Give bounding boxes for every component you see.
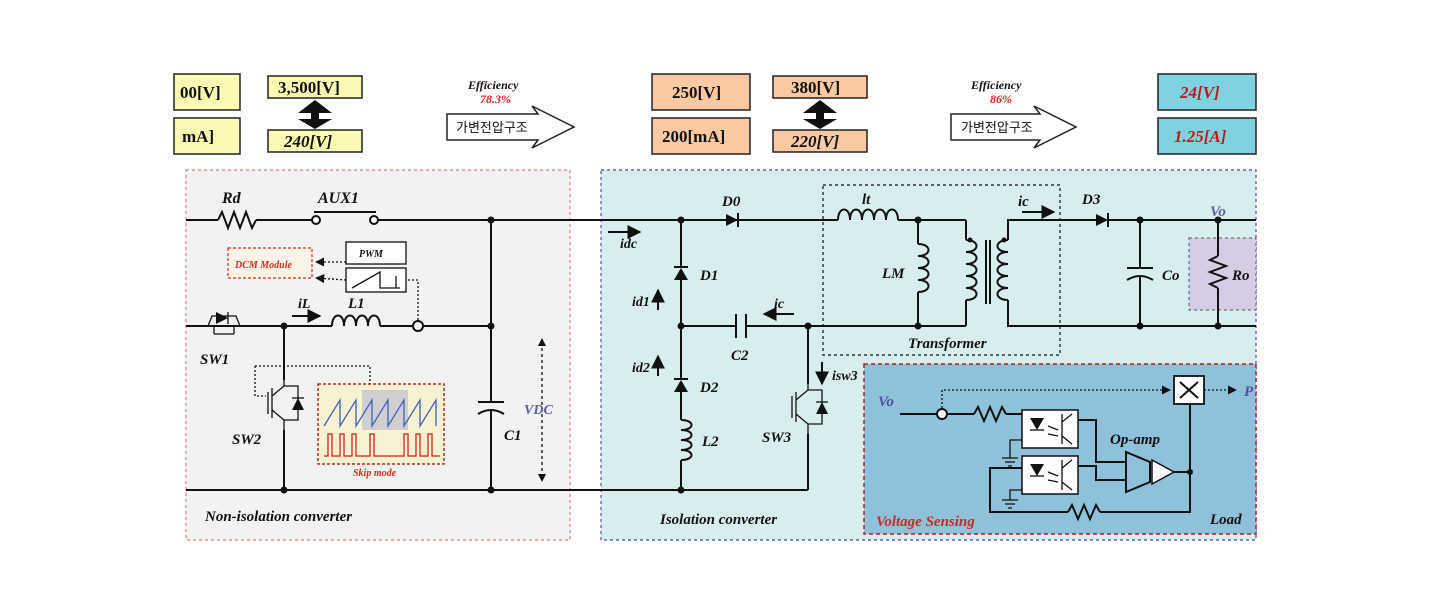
stage1-input-voltage: 00[V] [180, 83, 221, 102]
stage1-low-voltage: 240[V] [283, 132, 333, 151]
efficiency2-arrow-icon [950, 105, 1078, 149]
stage2-voltage: 250[V] [672, 83, 721, 102]
efficiency1-arrow-icon [446, 105, 576, 149]
inductor-lm-icon [917, 243, 930, 293]
diode-d3-icon [1096, 214, 1108, 226]
label-d2: D2 [699, 380, 719, 396]
label-c2: C2 [731, 348, 749, 364]
stage1-input-voltage-box [173, 73, 241, 111]
load-box [1188, 237, 1257, 311]
stage2-low-voltage-box [772, 129, 868, 153]
voltage-sensing-circuit [900, 375, 1237, 522]
resistor-rd-icon [217, 209, 257, 231]
efficiency1-value: 78.3% [480, 92, 511, 106]
label-aux1: AUX1 [317, 190, 359, 207]
label-isw3: isw3 [832, 369, 858, 384]
top-row: 00[V] mA] 3,500[V] 240[V] Efficiency 78.… [173, 73, 1257, 155]
diode-d1-icon [674, 268, 688, 280]
label-sw2: SW2 [232, 432, 262, 448]
label-skip-mode: Skip mode [353, 468, 397, 479]
ground-icon [1002, 494, 1018, 509]
diode-d2-icon [674, 380, 688, 392]
double-arrow-icon [803, 100, 837, 129]
label-transformer: Transformer [908, 336, 987, 352]
ground-icon [1002, 448, 1018, 467]
stage1-high-voltage-box [267, 75, 363, 99]
label-d0: D0 [721, 194, 741, 210]
label-l1: L1 [347, 296, 365, 312]
stage2-current: 200[mA] [662, 127, 725, 146]
resistor-feedback-icon [1067, 502, 1101, 522]
diode-d0-icon [726, 214, 738, 226]
label-vdc: VDC [524, 403, 553, 418]
label-l2: L2 [701, 434, 719, 450]
label-idc: idc [620, 237, 638, 252]
label-lt: lt [862, 192, 871, 208]
resistor-ro-icon [1207, 255, 1229, 289]
label-il: iL [298, 297, 310, 312]
transformer-primary-icon [965, 239, 978, 301]
stage2-high-voltage: 380[V] [791, 78, 840, 97]
efficiency1-arrow-text: 가변전압구조 [456, 121, 528, 136]
label-sensing-vo: Vo [878, 394, 894, 410]
stage2-low-voltage: 220[V] [790, 132, 840, 151]
label-id2: id2 [632, 361, 650, 376]
non-isolation-circuit [186, 209, 820, 494]
label-vo: Vo [1210, 204, 1226, 220]
efficiency2-arrow-text: 가변전압구조 [961, 121, 1033, 136]
label-ic: ic [774, 297, 785, 312]
non-isolation-panel [185, 169, 571, 541]
transformer-box [822, 184, 1061, 356]
label-sw1: SW1 [200, 352, 229, 368]
double-arrow-icon [298, 100, 332, 129]
stage1-high-voltage: 3,500[V] [278, 78, 340, 97]
label-lm: LM [881, 266, 905, 282]
sw3-igbt-icon [791, 384, 828, 434]
inductor-l1-icon [331, 314, 381, 327]
opamp-icon [1125, 450, 1151, 494]
dcm-module-box [227, 247, 313, 279]
label-sensing-output: P [1244, 384, 1254, 400]
stage3-voltage-box [1157, 73, 1257, 111]
transformer-secondary-icon [996, 239, 1009, 301]
voltage-sensing-title: Voltage Sensing [876, 514, 975, 530]
resistor-sense-icon [973, 404, 1007, 424]
label-co: Co [1162, 268, 1180, 284]
pwm-box [345, 241, 407, 265]
stage1-input-current-box [173, 117, 241, 155]
label-d3: D3 [1081, 192, 1101, 208]
skip-mode-waveform-icon [323, 397, 437, 429]
label-dcm-module: DCM Module [234, 260, 293, 271]
stage1-low-voltage-box [267, 129, 363, 153]
isolation-circuit [608, 205, 1256, 494]
efficiency2-label: Efficiency [970, 78, 1022, 92]
stage3-current: 1.25[A] [1174, 127, 1227, 146]
label-ic-secondary: ic [1018, 194, 1029, 210]
stage3-current-box [1157, 117, 1257, 155]
label-c1: C1 [504, 428, 522, 444]
stage3-voltage: 24[V] [1179, 83, 1220, 102]
label-pwm: PWM [359, 249, 384, 260]
label-sw3: SW3 [762, 430, 792, 446]
stage2-voltage-box [651, 73, 751, 111]
label-opamp: Op-amp [1110, 432, 1160, 448]
non-isolation-title: Non-isolation converter [204, 509, 352, 525]
inductor-l2-icon [680, 419, 693, 461]
label-id1: id1 [632, 295, 650, 310]
sw1-igbt-icon [207, 312, 241, 335]
isolation-title: Isolation converter [659, 512, 777, 528]
buffer-icon [1151, 458, 1176, 486]
inductor-lt-icon [837, 208, 899, 221]
label-d1: D1 [699, 268, 718, 284]
label-ro: Ro [1231, 268, 1250, 284]
label-rd: Rd [221, 190, 242, 207]
sw2-igbt-icon [267, 380, 304, 430]
efficiency2-value: 86% [990, 92, 1012, 106]
stage2-high-voltage-box [772, 75, 868, 99]
efficiency1-label: Efficiency [467, 78, 519, 92]
stage1-input-current: mA] [182, 127, 214, 146]
stage2-current-box [651, 117, 751, 155]
label-load: Load [1209, 512, 1242, 528]
